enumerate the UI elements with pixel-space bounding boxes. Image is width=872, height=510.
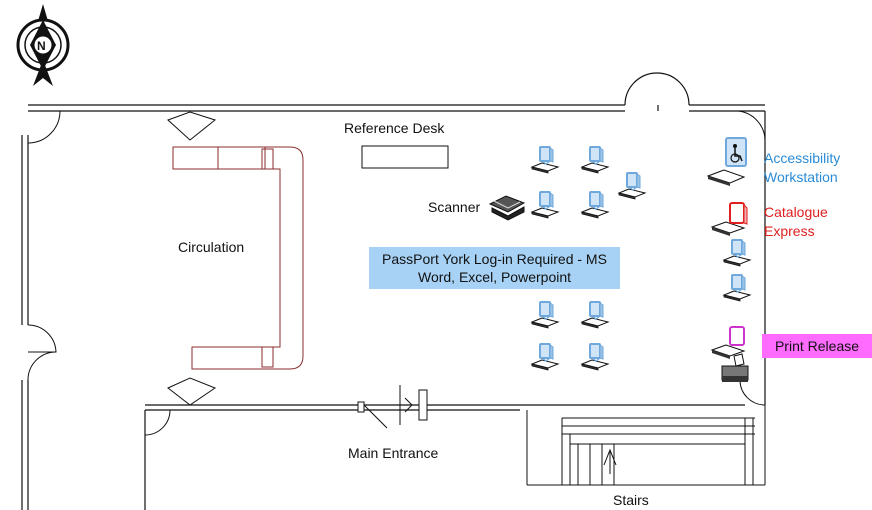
main-entrance — [357, 385, 428, 429]
print-release-badge: Print Release — [762, 334, 872, 358]
main-entrance-label: Main Entrance — [348, 445, 439, 461]
circulation-desk — [172, 146, 304, 370]
stairs — [526, 405, 766, 486]
walls — [21, 72, 766, 510]
compass-north-label: N — [37, 39, 46, 53]
circulation-label: Circulation — [178, 239, 245, 255]
reference-desk — [361, 145, 449, 169]
passport-notice: PassPort York Log-in Required - MS Word,… — [369, 247, 620, 289]
stairs-label: Stairs — [613, 492, 649, 508]
accessibility-label-line1: Accessibility — [764, 150, 841, 166]
catalogue-label-line2: Express — [764, 223, 815, 239]
print-release-label: Print Release — [774, 338, 860, 354]
wheelchair-icon — [706, 137, 747, 186]
passport-notice-text: PassPort York Log-in Required - MS Word,… — [382, 251, 607, 285]
catalogue-label-line1: Catalogue — [764, 204, 828, 220]
scanner-label: Scanner — [428, 199, 481, 215]
reference-desk-label: Reference Desk — [344, 120, 445, 136]
catalogue-express-terminal — [710, 202, 748, 236]
accessibility-label-line2: Workstation — [764, 169, 838, 185]
scanner-icon — [488, 195, 526, 221]
printer-icon — [710, 326, 749, 382]
compass-icon — [16, 4, 70, 86]
